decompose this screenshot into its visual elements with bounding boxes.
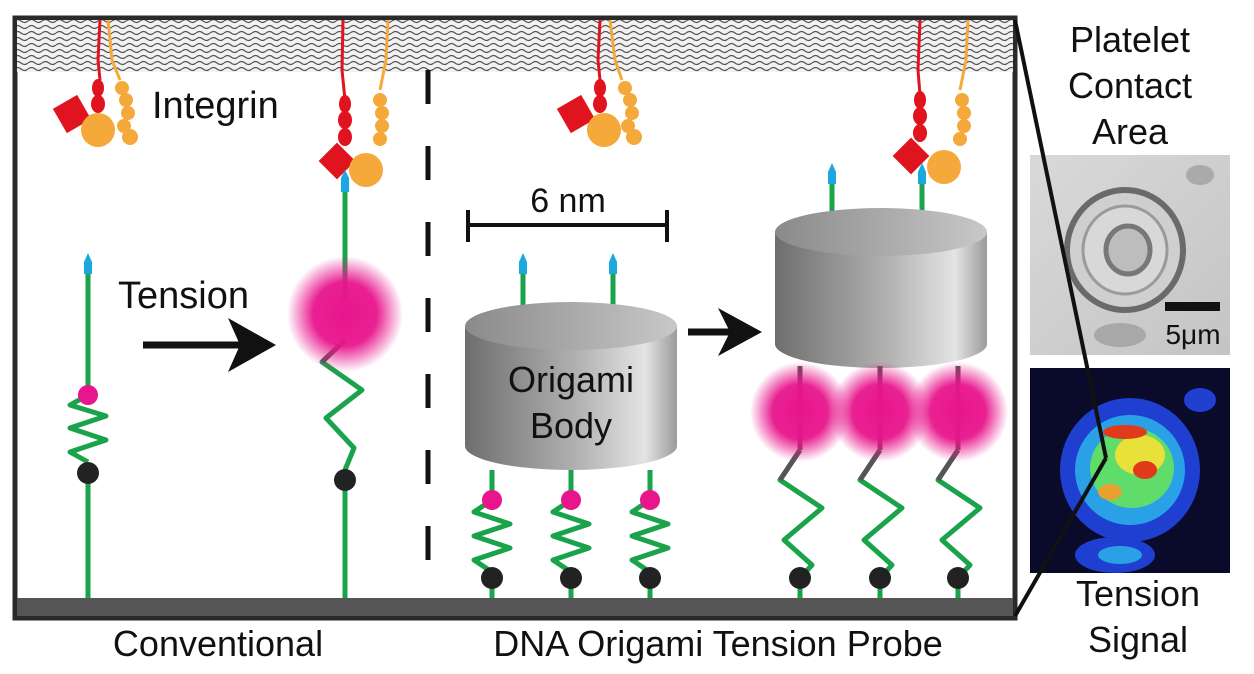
- origami-body-label-line2: Body: [530, 405, 612, 446]
- origami-body-label-line1: Origami: [508, 359, 634, 400]
- platelet-label-line3: Area: [1092, 111, 1169, 152]
- tension-arrow-conventional: [143, 318, 276, 372]
- quencher-dot: [334, 469, 356, 491]
- nanometer-scale-bar: [466, 210, 669, 242]
- zoom-connector-lines: [1013, 19, 1108, 617]
- origami-stretched-anchors: [750, 362, 1008, 598]
- origami-body-stretched: [775, 208, 987, 368]
- tension-arrow-origami: [688, 308, 762, 356]
- integrin-free-conventional: [52, 19, 138, 147]
- platelet-label-line2: Contact: [1068, 65, 1192, 106]
- quencher-dot: [77, 462, 99, 484]
- scale-bar-label: 6 nm: [530, 182, 606, 220]
- platelet-label-line1: Platelet: [1070, 19, 1190, 60]
- tension-signal-line2: Signal: [1088, 619, 1188, 660]
- tension-signal-micrograph: [1030, 368, 1230, 573]
- tension-label: Tension: [118, 275, 249, 317]
- tension-signal-line1: Tension: [1076, 573, 1200, 614]
- fluorescence-glow: [830, 362, 930, 462]
- origami-relaxed-anchors: [471, 470, 671, 598]
- cell-membrane: [17, 20, 1013, 72]
- integrin-bound-conventional: [318, 19, 390, 192]
- dna-origami-caption: DNA Origami Tension Probe: [493, 623, 943, 664]
- substrate-surface: [17, 598, 1013, 616]
- fluorophore-dot: [78, 385, 98, 405]
- conventional-stretched-probe: [287, 190, 403, 598]
- integrin-label: Integrin: [152, 85, 279, 127]
- conventional-caption: Conventional: [113, 623, 323, 664]
- fluorescence-glow: [750, 362, 850, 462]
- micro-scale-label: 5μm: [1165, 319, 1220, 350]
- conventional-relaxed-probe: [67, 253, 109, 598]
- fluorescence-glow: [908, 362, 1008, 462]
- fluorescence-glow: [287, 256, 403, 372]
- origami-body-relaxed: [465, 302, 677, 470]
- integrin-free-origami: [556, 19, 642, 147]
- integrin-bound-origami: [892, 19, 971, 184]
